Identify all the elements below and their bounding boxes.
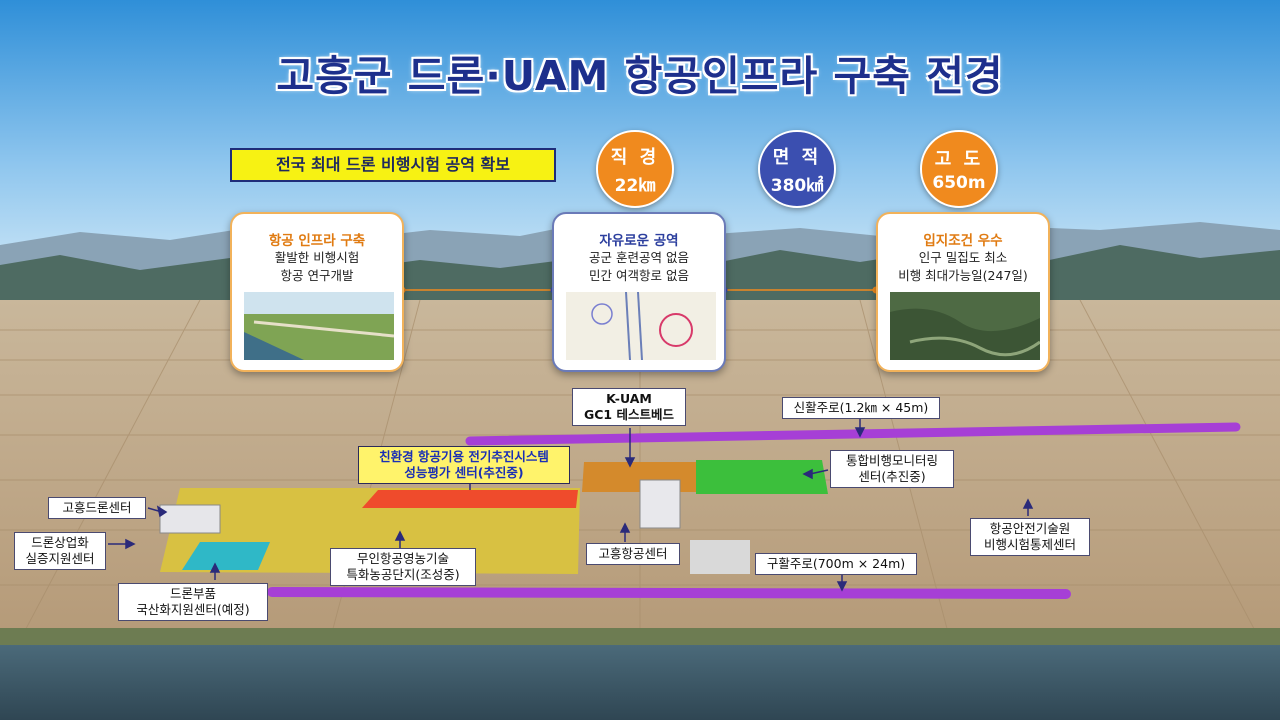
satellite-map-thumbnail xyxy=(890,292,1040,360)
green-zone xyxy=(696,460,828,494)
card-line: 활발한 비행시험 xyxy=(274,250,360,265)
card-free-airspace: 자유로운 공역 공군 훈련공역 없음 민간 여객항로 없음 xyxy=(552,212,726,372)
card-line: 비행 최대가능일(247일) xyxy=(898,268,1028,283)
shoreline xyxy=(0,628,1280,648)
label-line: 고흥드론센터 xyxy=(62,500,132,515)
stat-label: 면 적 xyxy=(772,146,822,168)
label-integrated-monitoring-center: 통합비행모니터링 센터(추진중) xyxy=(830,450,954,488)
label-new-runway: 신활주로(1.2㎞ × 45m) xyxy=(782,397,940,419)
airspace-map-thumbnail xyxy=(566,292,716,360)
aviation-center-building xyxy=(639,479,681,529)
label-line: 고흥항공센터 xyxy=(598,546,668,561)
red-zone xyxy=(362,490,578,508)
label-k-uam: K-UAM GC1 테스트베드 xyxy=(572,388,686,426)
label-line: 신활주로(1.2㎞ × 45m) xyxy=(793,400,929,415)
label-line: 무인항공영농기술 xyxy=(356,551,449,566)
label-line: 통합비행모니터링 xyxy=(845,453,938,468)
label-line: 친환경 항공기용 전기추진시스템 xyxy=(379,449,549,464)
pointer-lines xyxy=(108,418,1034,592)
label-line: 드론상업화 xyxy=(31,535,89,550)
label-line: 구활주로(700m × 24m) xyxy=(766,556,906,571)
new-runway xyxy=(465,422,1241,446)
stat-diameter: 직 경 22㎞ xyxy=(596,130,674,208)
label-drone-parts-center: 드론부품 국산화지원센터(예정) xyxy=(118,583,268,621)
label-drone-commercial-center: 드론상업화 실증지원센터 xyxy=(14,532,106,570)
card-aviation-infra: 항공 인프라 구축 활발한 비행시험 항공 연구개발 xyxy=(230,212,404,372)
card-title: 자유로운 공역 xyxy=(599,233,679,249)
label-agri-complex: 무인항공영농기술 특화농공단지(조성중) xyxy=(330,548,476,586)
stat-area: 면 적 380㎢ xyxy=(758,130,836,208)
label-line: 항공안전기술원 xyxy=(989,521,1071,536)
label-line: 비행시험통제센터 xyxy=(983,537,1076,552)
aerial-photo-thumbnail xyxy=(244,292,394,360)
stat-altitude: 고 도 650m xyxy=(920,130,998,208)
label-line: 드론부품 xyxy=(169,586,216,601)
label-line: 특화농공단지(조성중) xyxy=(346,567,460,582)
label-line: GC1 테스트베드 xyxy=(584,407,674,422)
old-runway xyxy=(267,587,1071,599)
label-line: 국산화지원센터(예정) xyxy=(136,602,250,617)
label-safety-institute: 항공안전기술원 비행시험통제센터 xyxy=(970,518,1090,556)
bay-water xyxy=(0,645,1280,720)
card-title: 항공 인프라 구축 xyxy=(268,233,366,249)
stat-value: 650m xyxy=(932,173,986,193)
label-line: 센터(추진중) xyxy=(858,469,926,484)
label-eco-propulsion-center: 친환경 항공기용 전기추진시스템 성능평가 센터(추진중) xyxy=(358,446,570,484)
stat-label: 직 경 xyxy=(610,146,660,168)
page-title: 고흥군 드론·UAM 항공인프라 구축 전경 xyxy=(276,52,1004,100)
apron xyxy=(690,540,750,574)
airspace-banner: 전국 최대 드론 비행시험 공역 확보 xyxy=(230,148,556,182)
label-old-runway: 구활주로(700m × 24m) xyxy=(755,553,917,575)
stat-label: 고 도 xyxy=(934,149,984,170)
label-line: 성능평가 센터(추진중) xyxy=(404,465,524,480)
label-line: 실증지원센터 xyxy=(25,551,95,566)
card-line: 인구 밀집도 최소 xyxy=(918,250,1008,265)
card-line: 항공 연구개발 xyxy=(280,268,354,283)
card-location: 입지조건 우수 인구 밀집도 최소 비행 최대가능일(247일) xyxy=(876,212,1050,372)
card-line: 민간 여객항로 없음 xyxy=(589,268,689,283)
card-title: 입지조건 우수 xyxy=(923,233,1003,249)
label-line: K-UAM xyxy=(606,391,652,406)
stat-value: 380㎢ xyxy=(770,175,824,196)
teal-zone xyxy=(182,542,270,570)
stat-value: 22㎞ xyxy=(614,175,656,196)
label-goheung-drone-center: 고흥드론센터 xyxy=(48,497,146,519)
label-goheung-aviation-center: 고흥항공센터 xyxy=(586,543,680,565)
drone-center-building xyxy=(159,504,221,534)
card-line: 공군 훈련공역 없음 xyxy=(589,250,689,265)
